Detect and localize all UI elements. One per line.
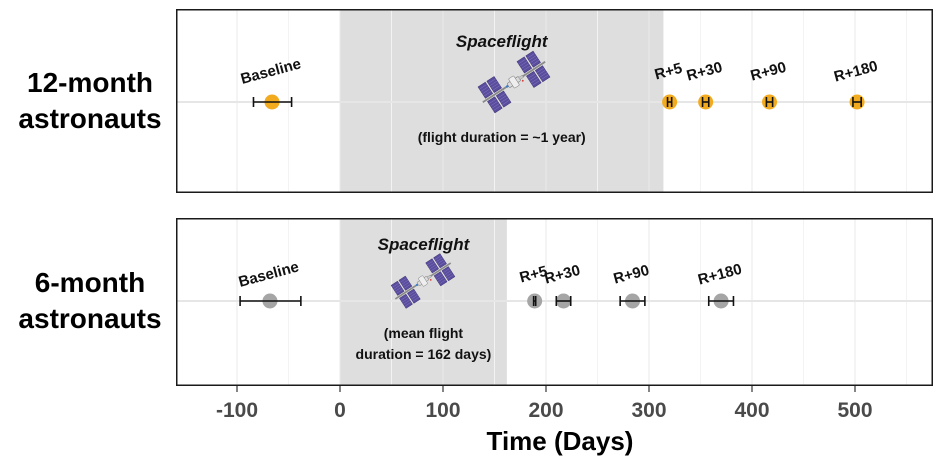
data-point-rplus-5: R+5 — [518, 263, 549, 309]
spaceflight-note: (mean flight — [384, 325, 464, 341]
spaceflight-note: (flight duration = ~1 year) — [418, 129, 586, 145]
spaceflight-title: Spaceflight — [456, 32, 549, 51]
x-tick-label: 100 — [425, 399, 460, 422]
group-label: astronauts — [18, 303, 161, 334]
x-tick-label: -100 — [216, 399, 258, 422]
panel-border — [176, 218, 933, 386]
panel-border — [176, 9, 933, 193]
x-tick-label: 0 — [334, 399, 346, 422]
panel-12-month: 12-month astronauts Spaceflight (flight dur… — [18, 9, 933, 193]
spaceflight-note: duration = 162 days) — [356, 346, 492, 362]
x-axis-title: Time (Days) — [487, 426, 634, 456]
panel-6-month: 6-month astronauts Spaceflight (mean flight… — [18, 218, 933, 386]
space-station-icon — [390, 253, 456, 309]
group-label: 6-month — [35, 267, 145, 298]
group-label: astronauts — [18, 103, 161, 134]
group-label: 12-month — [27, 67, 153, 98]
data-point-rplus-5: R+5 — [653, 60, 684, 110]
space-station-icon — [477, 50, 551, 114]
point-label: R+5 — [653, 60, 684, 84]
x-tick-label: 300 — [631, 399, 666, 422]
point-label: R+5 — [518, 263, 549, 287]
x-tick-label: 200 — [528, 399, 563, 422]
spaceflight-title: Spaceflight — [378, 235, 471, 254]
x-tick-label: 400 — [734, 399, 769, 422]
x-tick-label: 500 — [837, 399, 872, 422]
